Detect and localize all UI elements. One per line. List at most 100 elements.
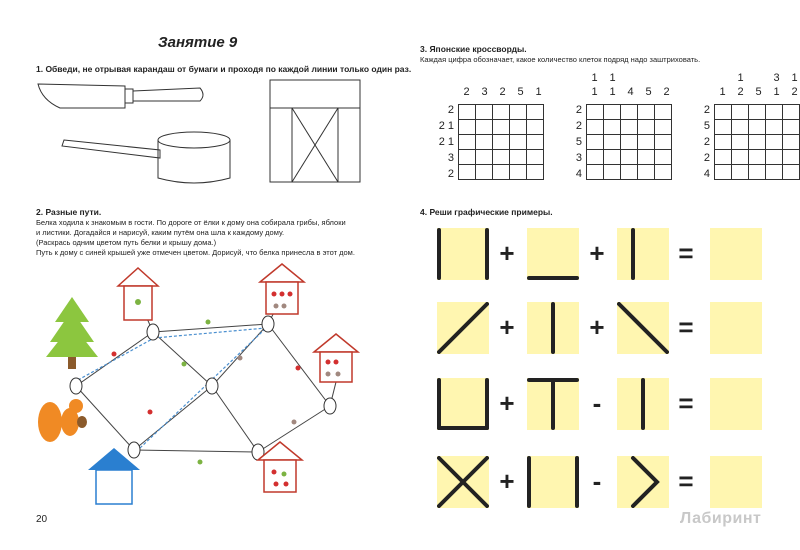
answer-square[interactable] [710, 456, 762, 508]
grid-cell[interactable] [714, 164, 732, 180]
grid-cell[interactable] [458, 134, 476, 150]
operator-sign: - [592, 466, 602, 496]
grid-cell[interactable] [714, 149, 732, 165]
grid-cell[interactable] [509, 104, 527, 120]
grid-cell[interactable] [654, 119, 672, 135]
grid-cell[interactable] [475, 164, 493, 180]
example-square [437, 378, 489, 430]
grid-cell[interactable] [603, 134, 621, 150]
grid-cell[interactable] [731, 104, 749, 120]
grid-cell[interactable] [603, 149, 621, 165]
grid-cell[interactable] [492, 134, 510, 150]
grid-cell[interactable] [586, 119, 604, 135]
grid-cell[interactable] [782, 104, 800, 120]
grid-cell[interactable] [586, 149, 604, 165]
grid-cell[interactable] [475, 104, 493, 120]
grid-cell[interactable] [526, 119, 544, 135]
grid-cell[interactable] [620, 149, 638, 165]
grid-cell[interactable] [526, 164, 544, 180]
answer-square[interactable] [710, 302, 762, 354]
grid-cell[interactable] [748, 149, 766, 165]
grid-cell[interactable] [748, 104, 766, 120]
grid-cell[interactable] [714, 134, 732, 150]
example-square [617, 228, 669, 280]
grid-cell[interactable] [748, 119, 766, 135]
grid-cell[interactable] [765, 149, 783, 165]
grid-cell[interactable] [458, 149, 476, 165]
grid-cell[interactable] [492, 119, 510, 135]
grid-cell[interactable] [654, 149, 672, 165]
answer-square[interactable] [710, 228, 762, 280]
grid-cell[interactable] [637, 149, 655, 165]
column-clue-top: 1 [591, 72, 598, 84]
grid-cell[interactable] [458, 104, 476, 120]
grid-cell[interactable] [748, 134, 766, 150]
grid-cell[interactable] [509, 164, 527, 180]
column-clue: 4 [627, 86, 634, 98]
grid-cell[interactable] [526, 149, 544, 165]
grid-cell[interactable] [526, 134, 544, 150]
crossword-grid[interactable] [586, 104, 672, 180]
task2-line: Белка ходила к знакомым в гости. По доро… [36, 218, 346, 227]
grid-cell[interactable] [637, 119, 655, 135]
grid-cell[interactable] [620, 119, 638, 135]
path-node [205, 377, 219, 395]
grid-cell[interactable] [620, 104, 638, 120]
grid-cell[interactable] [731, 164, 749, 180]
grid-cell[interactable] [603, 164, 621, 180]
grid-cell[interactable] [492, 104, 510, 120]
row-clue: 3 [447, 152, 454, 164]
grid-cell[interactable] [654, 164, 672, 180]
grid-cell[interactable] [475, 119, 493, 135]
grid-cell[interactable] [765, 164, 783, 180]
grid-cell[interactable] [782, 134, 800, 150]
grid-cell[interactable] [509, 119, 527, 135]
grid-cell[interactable] [765, 104, 783, 120]
grid-cell[interactable] [586, 134, 604, 150]
grid-cell[interactable] [654, 104, 672, 120]
grid-cell[interactable] [509, 149, 527, 165]
grid-cell[interactable] [603, 104, 621, 120]
grid-cell[interactable] [620, 134, 638, 150]
grid-cell[interactable] [492, 149, 510, 165]
grid-cell[interactable] [748, 164, 766, 180]
example-square [437, 456, 489, 508]
grid-cell[interactable] [458, 164, 476, 180]
grid-cell[interactable] [765, 134, 783, 150]
grid-cell[interactable] [782, 164, 800, 180]
grid-cell[interactable] [526, 104, 544, 120]
grid-cell[interactable] [654, 134, 672, 150]
column-clue: 1 [719, 86, 726, 98]
grid-cell[interactable] [509, 134, 527, 150]
grid-cell[interactable] [458, 119, 476, 135]
grid-cell[interactable] [603, 119, 621, 135]
line-glyph [437, 378, 489, 430]
grid-cell[interactable] [637, 164, 655, 180]
grid-cell[interactable] [714, 104, 732, 120]
grid-cell[interactable] [714, 119, 732, 135]
line-glyph [641, 378, 645, 430]
column-clue: 2 [737, 86, 744, 98]
crossword-grid[interactable] [458, 104, 544, 180]
grid-cell[interactable] [637, 134, 655, 150]
grid-cell[interactable] [782, 149, 800, 165]
grid-cell[interactable] [782, 119, 800, 135]
grid-cell[interactable] [765, 119, 783, 135]
answer-square[interactable] [710, 378, 762, 430]
grid-cell[interactable] [475, 134, 493, 150]
grid-cell[interactable] [637, 104, 655, 120]
grid-cell[interactable] [586, 164, 604, 180]
line-glyph [631, 456, 660, 508]
fir-tree-icon [46, 297, 98, 369]
row-clue: 3 [575, 152, 582, 164]
grid-cell[interactable] [731, 134, 749, 150]
grid-cell[interactable] [586, 104, 604, 120]
grid-cell[interactable] [475, 149, 493, 165]
grid-cell[interactable] [731, 149, 749, 165]
grid-cell[interactable] [492, 164, 510, 180]
example-square [527, 302, 579, 354]
crossword-grid[interactable] [714, 104, 800, 180]
grid-cell[interactable] [620, 164, 638, 180]
task4-title: 4. Реши графические примеры. [420, 207, 553, 217]
grid-cell[interactable] [731, 119, 749, 135]
